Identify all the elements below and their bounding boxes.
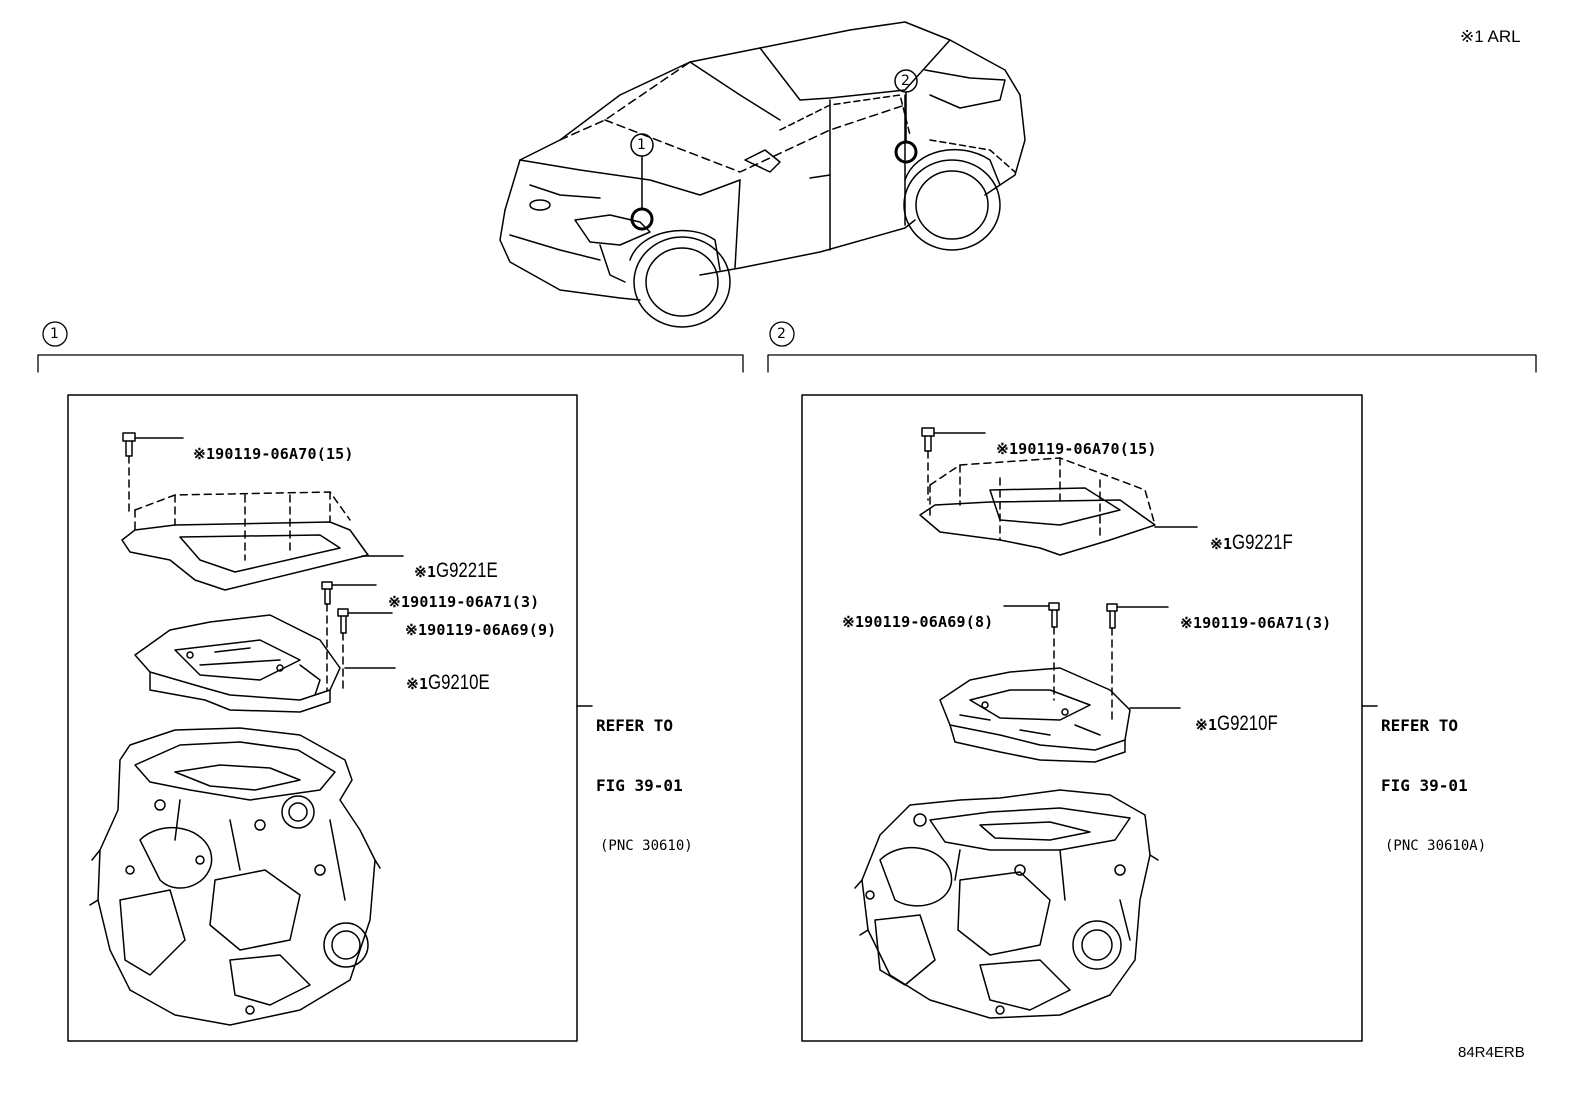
vehicle-callout-2: 2 (901, 73, 910, 89)
section-2-artwork (854, 427, 1378, 1019)
section-2-frame (801, 394, 1363, 1042)
vehicle-illustration (499, 21, 1026, 328)
part-prefix: ※1 (193, 445, 216, 463)
part-prefix: ※1 (1195, 716, 1218, 734)
header-note: ※1 ARL (1460, 27, 1521, 46)
reference-line-1: REFER TO (596, 716, 674, 735)
part-label[interactable]: ※1G9221F (1200, 516, 1308, 553)
part-prefix: ※1 (405, 621, 428, 639)
reference-line-2: FIG 39-01 (1381, 776, 1468, 795)
part-label[interactable]: ※190119-06A71(3) (1170, 599, 1331, 631)
section-1-artwork (89, 432, 593, 1026)
section-2-label: 2 (777, 326, 786, 342)
part-number: 90119-06A70(15) (215, 445, 354, 463)
part-prefix: ※1 (996, 440, 1019, 458)
section-1-label: 1 (50, 326, 59, 342)
section-1-reference[interactable]: REFER TO FIG 39-01 (PNC 30610) (596, 676, 693, 876)
section-2-reference[interactable]: REFER TO FIG 39-01 (PNC 30610A) (1381, 676, 1486, 876)
part-prefix: ※1 (1210, 535, 1233, 553)
part-number: G9221E (436, 559, 498, 582)
diagram-code: 84R4ERB (1458, 1044, 1525, 1061)
section-brackets (37, 321, 1537, 373)
part-number: 90119-06A71(3) (1202, 614, 1332, 632)
part-number: G9210E (428, 671, 490, 694)
part-label[interactable]: ※190119-06A69(9) (395, 606, 556, 638)
part-prefix: ※1 (388, 593, 411, 611)
reference-line-1: REFER TO (1381, 716, 1459, 735)
reference-line-2: FIG 39-01 (596, 776, 683, 795)
part-prefix: ※1 (406, 675, 429, 693)
part-label[interactable]: ※190119-06A69(8) (832, 598, 993, 630)
vehicle-callout-1: 1 (637, 137, 646, 153)
part-label[interactable]: ※1G9210E (396, 656, 505, 693)
part-label[interactable]: ※190119-06A71(3) (378, 578, 539, 610)
part-number: G9221F (1232, 531, 1293, 554)
part-label[interactable]: ※1G9221E (404, 544, 513, 581)
part-number: 90119-06A71(3) (410, 593, 540, 611)
part-number: 90119-06A70(15) (1018, 440, 1157, 458)
part-label[interactable]: ※190119-06A70(15) (986, 425, 1157, 457)
part-prefix: ※1 (414, 563, 437, 581)
part-number: G9210F (1217, 712, 1278, 735)
part-prefix: ※1 (1180, 614, 1203, 632)
part-prefix: ※1 (842, 613, 865, 631)
part-number: 90119-06A69(8) (864, 613, 994, 631)
part-label[interactable]: ※190119-06A70(15) (183, 430, 354, 462)
section-1-frame (67, 394, 578, 1042)
part-label[interactable]: ※1G9210F (1185, 697, 1293, 734)
reference-pnc: (PNC 30610A) (1385, 838, 1487, 854)
part-number: 90119-06A69(9) (427, 621, 557, 639)
reference-pnc: (PNC 30610) (600, 838, 693, 854)
